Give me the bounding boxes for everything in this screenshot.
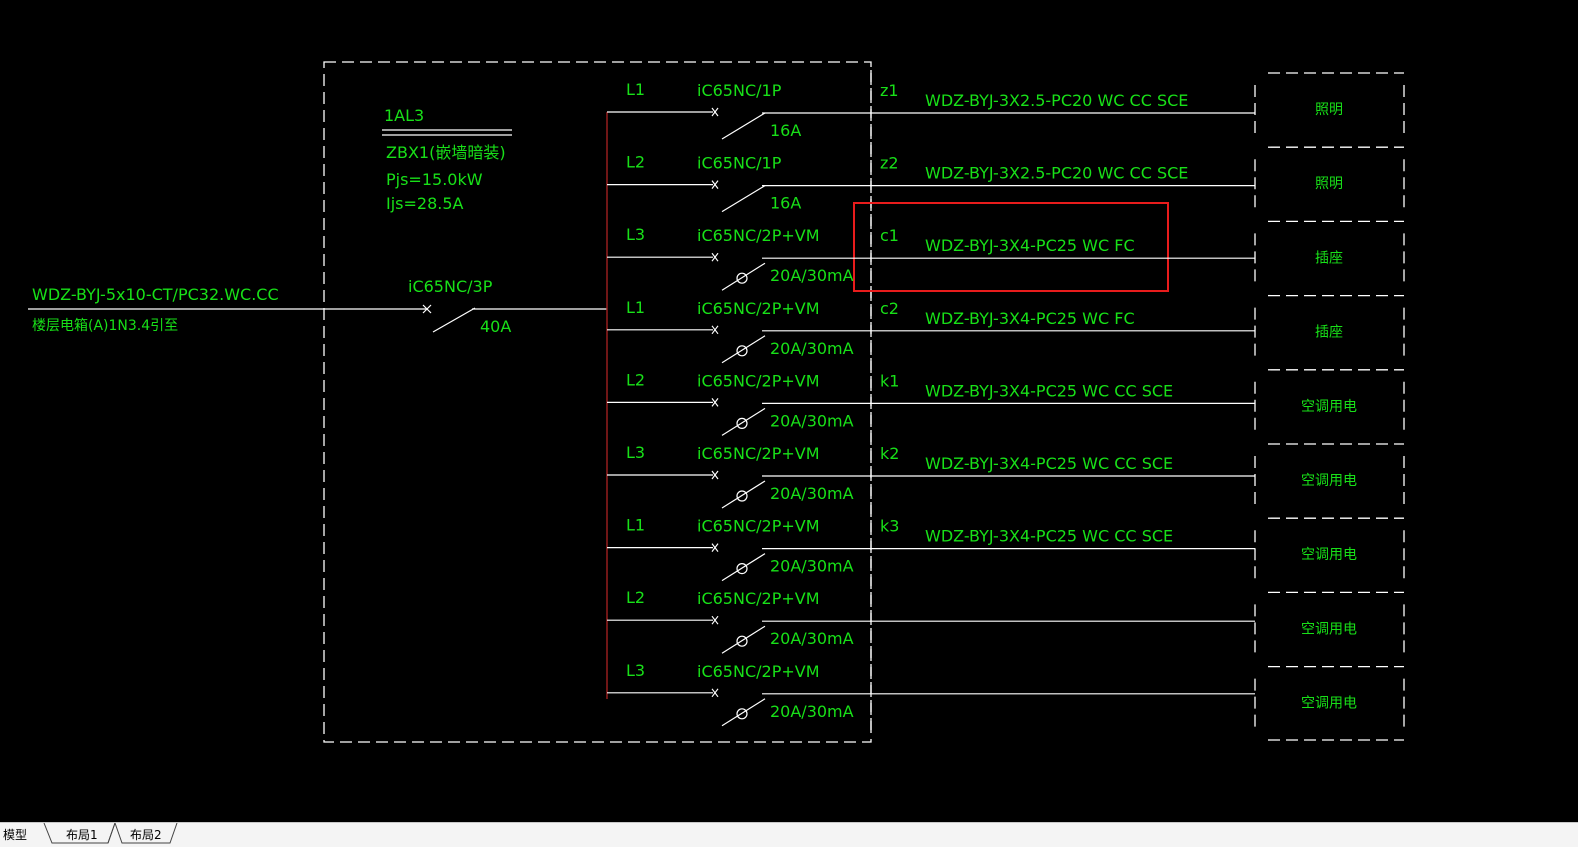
- load-type: 空调用电: [1301, 547, 1357, 563]
- phase-label: L1: [626, 80, 645, 99]
- rcd-symbol: [736, 562, 748, 575]
- breaker-x-mark: [711, 180, 719, 189]
- load-type: 空调用电: [1301, 696, 1357, 712]
- tab-outlines: [43, 823, 178, 844]
- circuit-cable: WDZ-BYJ-3X4-PC25 WC CC SCE: [925, 527, 1173, 546]
- rcd-symbol: [736, 417, 748, 429]
- breaker-contact: [721, 335, 766, 364]
- load-type: 空调用电: [1301, 473, 1357, 489]
- phase-label: L3: [626, 225, 645, 244]
- tab-layout1[interactable]: 布局1: [66, 828, 98, 842]
- breaker-model: iC65NC/1P: [697, 154, 782, 173]
- breaker-x-mark: [711, 543, 719, 552]
- drawing-canvas[interactable]: 1AL3 ZBX1(嵌墙暗装) Pjs=15.0kW Ijs=28.5A WDZ…: [0, 0, 1578, 822]
- breaker-contact: [721, 112, 766, 140]
- load-type: 插座: [1315, 250, 1343, 266]
- breaker-rating: 20A/30mA: [770, 266, 854, 285]
- phase-label: L3: [626, 443, 645, 462]
- incoming-source: 楼层电箱(A)1N3.4引至: [32, 318, 178, 334]
- breaker-model: iC65NC/2P+VM: [697, 444, 820, 463]
- rcd-symbol: [736, 708, 748, 720]
- phase-label: L2: [626, 588, 645, 607]
- phase-label: L1: [626, 516, 645, 535]
- circuit-cable: WDZ-BYJ-3X2.5-PC20 WC CC SCE: [925, 91, 1188, 110]
- rcd-symbol: [736, 272, 748, 284]
- breaker-x-mark: [711, 325, 719, 335]
- breaker-rating: 16A: [770, 121, 801, 140]
- panel-pjs: Pjs=15.0kW: [386, 170, 483, 189]
- load-type: 空调用电: [1301, 621, 1357, 637]
- breaker-x-mark: [711, 107, 719, 117]
- circuit-id: z2: [880, 154, 899, 173]
- circuit-id: c2: [880, 299, 899, 318]
- breaker-contact: [721, 698, 766, 727]
- highlight-box: [853, 202, 1169, 292]
- tab-layout2[interactable]: 布局2: [130, 828, 162, 842]
- circuit-cable: WDZ-BYJ-3X4-PC25 WC CC SCE: [925, 381, 1173, 400]
- rcd-symbol: [736, 345, 748, 357]
- breaker-x-mark: [711, 470, 719, 480]
- breaker-model: iC65NC/1P: [697, 81, 782, 100]
- breaker-contact: [721, 625, 766, 654]
- panel-model: ZBX1(嵌墙暗装): [386, 143, 506, 162]
- breaker-model: iC65NC/2P+VM: [697, 517, 820, 536]
- load-type: 照明: [1315, 176, 1343, 192]
- schematic-drawing[interactable]: 1AL3 ZBX1(嵌墙暗装) Pjs=15.0kW Ijs=28.5A WDZ…: [0, 0, 1578, 822]
- rcd-symbol: [736, 635, 748, 647]
- tab-model[interactable]: 模型: [3, 828, 28, 842]
- incoming-cable: WDZ-BYJ-5x10-CT/PC32.WC.CC: [32, 285, 279, 304]
- load-type: 插座: [1315, 325, 1343, 341]
- breaker-model: iC65NC/2P+VM: [697, 662, 820, 681]
- circuit-id: z1: [880, 81, 899, 100]
- layout-tab-bar: 模型 布局1 布局2: [0, 822, 1578, 847]
- circuit-id: c1: [880, 226, 899, 245]
- phase-label: L3: [626, 661, 645, 680]
- load-type: 照明: [1315, 102, 1343, 118]
- main-breaker-rating: 40A: [480, 317, 511, 336]
- breaker-rating: 20A/30mA: [770, 484, 854, 503]
- load-type: 空调用电: [1301, 399, 1357, 415]
- breaker-rating: 20A/30mA: [770, 702, 854, 721]
- breaker-rating: 20A/30mA: [770, 339, 854, 358]
- main-breaker-symbol: [422, 304, 607, 333]
- breaker-contact: [721, 407, 766, 436]
- breaker-contact: [721, 480, 766, 509]
- breaker-x-mark: [711, 688, 719, 698]
- main-breaker-model: iC65NC/3P: [408, 277, 493, 296]
- phase-label: L1: [626, 298, 645, 317]
- circuit-id: k1: [880, 371, 899, 390]
- breaker-contact: [721, 262, 766, 291]
- breaker-model: iC65NC/2P+VM: [697, 371, 820, 390]
- breaker-rating: 20A/30mA: [770, 557, 854, 576]
- circuit-cable: WDZ-BYJ-3X2.5-PC20 WC CC SCE: [925, 164, 1188, 183]
- breaker-model: iC65NC/2P+VM: [697, 299, 820, 318]
- circuit-cable: WDZ-BYJ-3X4-PC25 WC FC: [925, 309, 1135, 328]
- breaker-contact: [721, 553, 766, 582]
- breaker-x-mark: [711, 615, 719, 625]
- panel-ijs: Ijs=28.5A: [386, 194, 464, 213]
- breaker-x-mark: [711, 398, 719, 407]
- circuit-id: k2: [880, 444, 899, 463]
- rcd-symbol: [736, 490, 748, 502]
- breaker-model: iC65NC/2P+VM: [697, 226, 820, 245]
- breaker-model: iC65NC/2P+VM: [697, 589, 820, 608]
- breaker-contact: [721, 185, 766, 213]
- circuit-id: k3: [880, 517, 899, 536]
- breaker-rating: 20A/30mA: [770, 629, 854, 648]
- panel-name: 1AL3: [384, 106, 424, 125]
- breaker-rating: 20A/30mA: [770, 411, 854, 430]
- breaker-rating: 16A: [770, 194, 801, 213]
- phase-label: L2: [626, 370, 645, 389]
- breaker-x-mark: [711, 252, 719, 262]
- phase-label: L2: [626, 153, 645, 172]
- circuit-cable: WDZ-BYJ-3X4-PC25 WC FC: [925, 236, 1135, 255]
- circuit-cable: WDZ-BYJ-3X4-PC25 WC CC SCE: [925, 454, 1173, 473]
